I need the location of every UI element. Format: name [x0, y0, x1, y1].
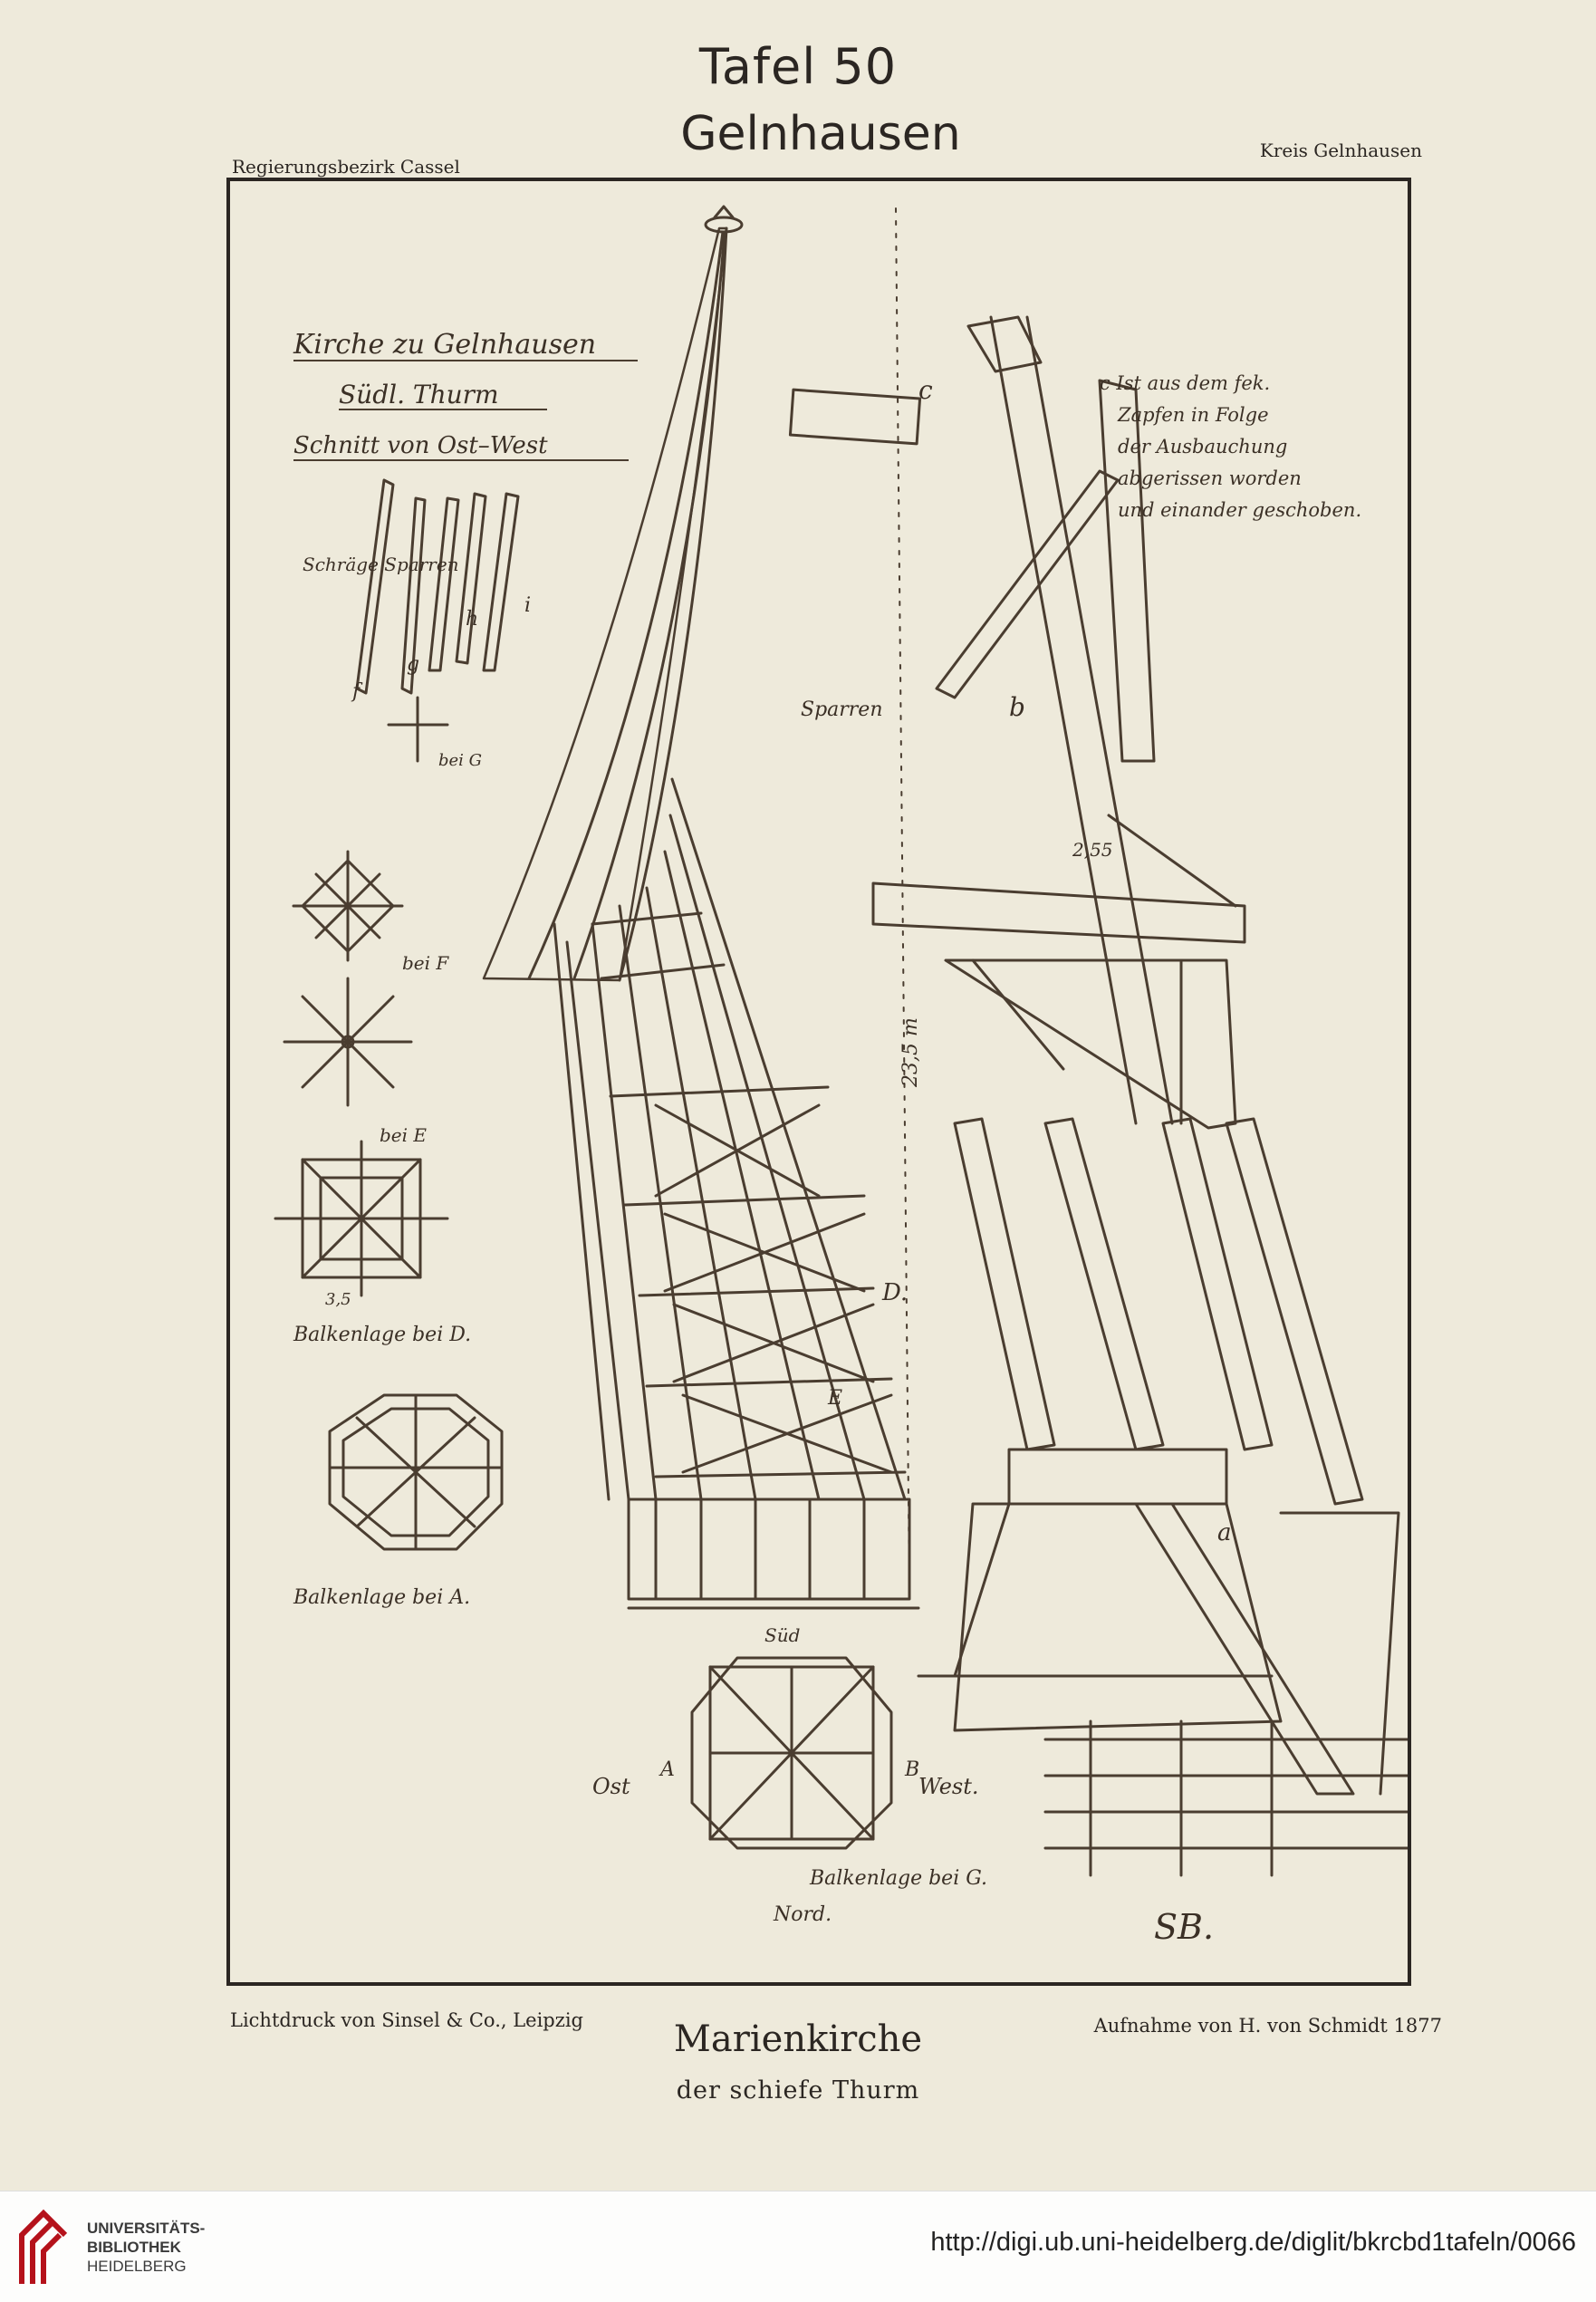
- library-line-2: BIBLIOTHEK: [87, 2239, 181, 2256]
- label-a: a: [1217, 1519, 1232, 1546]
- compass-west: West.: [918, 1774, 979, 1799]
- note-c-5: und einander geschoben.: [1118, 499, 1361, 521]
- label-b: b: [1009, 692, 1025, 722]
- printer-credit: Lichtdruck von Sinsel & Co., Leipzig: [230, 2009, 583, 2031]
- footer-bar: UNIVERSITÄTS- BIBLIOTHEK HEIDELBERG http…: [0, 2191, 1596, 2302]
- note-c-1: c Ist aus dem fek.: [1100, 372, 1270, 394]
- plate-number: Tafel 50: [698, 38, 898, 95]
- label-bei-f: bei F: [402, 952, 449, 974]
- tower-drawing: Kirche zu Gelnhausen Südl. Thurm Schnitt…: [274, 205, 1408, 1947]
- compass-sued: Süd: [764, 1624, 800, 1646]
- library-line-1: UNIVERSITÄTS-: [87, 2220, 206, 2237]
- church-title: Marienkirche: [673, 2018, 923, 2060]
- handwritten-annotations: Kirche zu Gelnhausen Südl. Thurm Schnitt…: [293, 329, 1361, 1947]
- heading-schnitt: Schnitt von Ost–West: [293, 432, 548, 459]
- compass-ost: Ost: [592, 1774, 630, 1799]
- height-mark: 23,5 m: [899, 1017, 922, 1088]
- label-g: g: [407, 653, 419, 676]
- label-bei-g: bei G: [438, 751, 482, 770]
- monogram: SB.: [1154, 1907, 1214, 1947]
- label-sparren-left: Schräge Sparren: [303, 554, 459, 575]
- permalink-url[interactable]: http://digi.ub.uni-heidelberg.de/diglit/…: [930, 2228, 1576, 2257]
- marker-a: A: [659, 1758, 675, 1781]
- heading-kirche: Kirche zu Gelnhausen: [293, 329, 596, 361]
- district-left: Regierungsbezirk Cassel: [232, 156, 460, 178]
- label-c: c: [918, 375, 933, 405]
- balkenlage-a: Balkenlage bei A.: [293, 1586, 470, 1609]
- balkenlage-g: Balkenlage bei G.: [809, 1867, 987, 1890]
- note-c-3: der Ausbauchung: [1118, 436, 1287, 458]
- diagram-bei-a: [328, 1393, 504, 1551]
- survey-credit: Aufnahme von H. von Schmidt 1877: [1093, 2015, 1442, 2037]
- balkenlage-d: Balkenlage bei D.: [293, 1324, 471, 1346]
- label-e: E: [827, 1387, 842, 1410]
- drawing-frame: [226, 178, 1411, 1986]
- library-logo-icon[interactable]: [16, 2208, 71, 2286]
- town-title: Gelnhausen: [680, 107, 961, 161]
- heading-sued-thurm: Südl. Thurm: [339, 380, 499, 409]
- note-c-2: Zapfen in Folge: [1117, 404, 1269, 426]
- measure-2: 2,55: [1072, 839, 1113, 861]
- rafter-fragments: [355, 478, 520, 763]
- measure-1: 3,5: [325, 1290, 351, 1309]
- plate-page: [0, 0, 1596, 2191]
- label-sparren-right: Sparren: [801, 698, 883, 721]
- label-h: h: [466, 608, 478, 631]
- diagram-bei-f: [292, 850, 404, 962]
- marker-b: B: [904, 1758, 919, 1781]
- diagram-bei-e: [283, 977, 413, 1107]
- note-c-4: abgerissen worden: [1118, 467, 1302, 489]
- spire-finial: [704, 216, 744, 234]
- library-line-3: HEIDELBERG: [87, 2258, 187, 2275]
- plate-subtitle: der schiefe Thurm: [676, 2076, 920, 2105]
- label-i: i: [524, 594, 531, 617]
- label-bei-e: bei E: [380, 1124, 427, 1146]
- district-right: Kreis Gelnhausen: [1259, 140, 1422, 161]
- label-d: D.: [881, 1279, 908, 1306]
- spire-section: [482, 205, 920, 1610]
- joint-details: [788, 315, 1408, 1877]
- diagram-bei-d: [274, 1140, 449, 1297]
- library-name: UNIVERSITÄTS- BIBLIOTHEK HEIDELBERG: [87, 2219, 205, 2276]
- diagram-bei-g: [690, 1656, 893, 1850]
- compass-nord: Nord.: [773, 1903, 832, 1926]
